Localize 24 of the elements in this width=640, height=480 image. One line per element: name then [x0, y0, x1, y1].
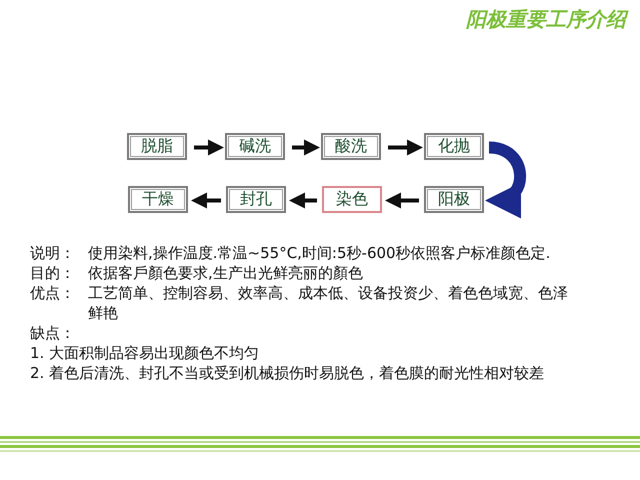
note-text: 说明： [30, 243, 75, 263]
process-box: 酸洗 [321, 133, 381, 160]
arrow [194, 140, 224, 156]
arrow [292, 140, 320, 156]
process-box: 封孔 [226, 186, 286, 213]
process-box: 脱脂 [127, 133, 187, 160]
note-text: 优点： [30, 283, 75, 303]
note-text: 目的： [30, 263, 75, 283]
arrow [289, 192, 317, 208]
note-text: 1. 大面积制品容易出现颜色不均匀 [30, 343, 260, 363]
note-text: 2. 着色后清洗、封孔不当或受到机械损伤时易脱色，着色膜的耐光性相对较差 [30, 363, 546, 383]
slide-title: 阳极重要工序介绍 [466, 6, 626, 32]
process-box: 化抛 [424, 133, 484, 160]
arrow [388, 140, 423, 156]
arrow [191, 192, 221, 208]
process-box: 阳极 [424, 186, 484, 213]
arrow [385, 192, 419, 208]
process-box: 碱洗 [225, 133, 285, 160]
process-box: 染色 [322, 186, 382, 213]
note-text: 使用染料,操作温度.常温~55°C,时间:5秒-600秒依照客户标准颜色定. [88, 243, 552, 263]
process-box: 干燥 [128, 186, 188, 213]
note-text: 依据客戶顏色要求,生产出光鲜亮丽的顏色 [88, 263, 364, 283]
note-text: 工艺简单、控制容易、效率高、成本低、设备投资少、着色色域宽、色泽鲜艳 [88, 283, 568, 323]
note-text: 缺点： [30, 323, 75, 343]
